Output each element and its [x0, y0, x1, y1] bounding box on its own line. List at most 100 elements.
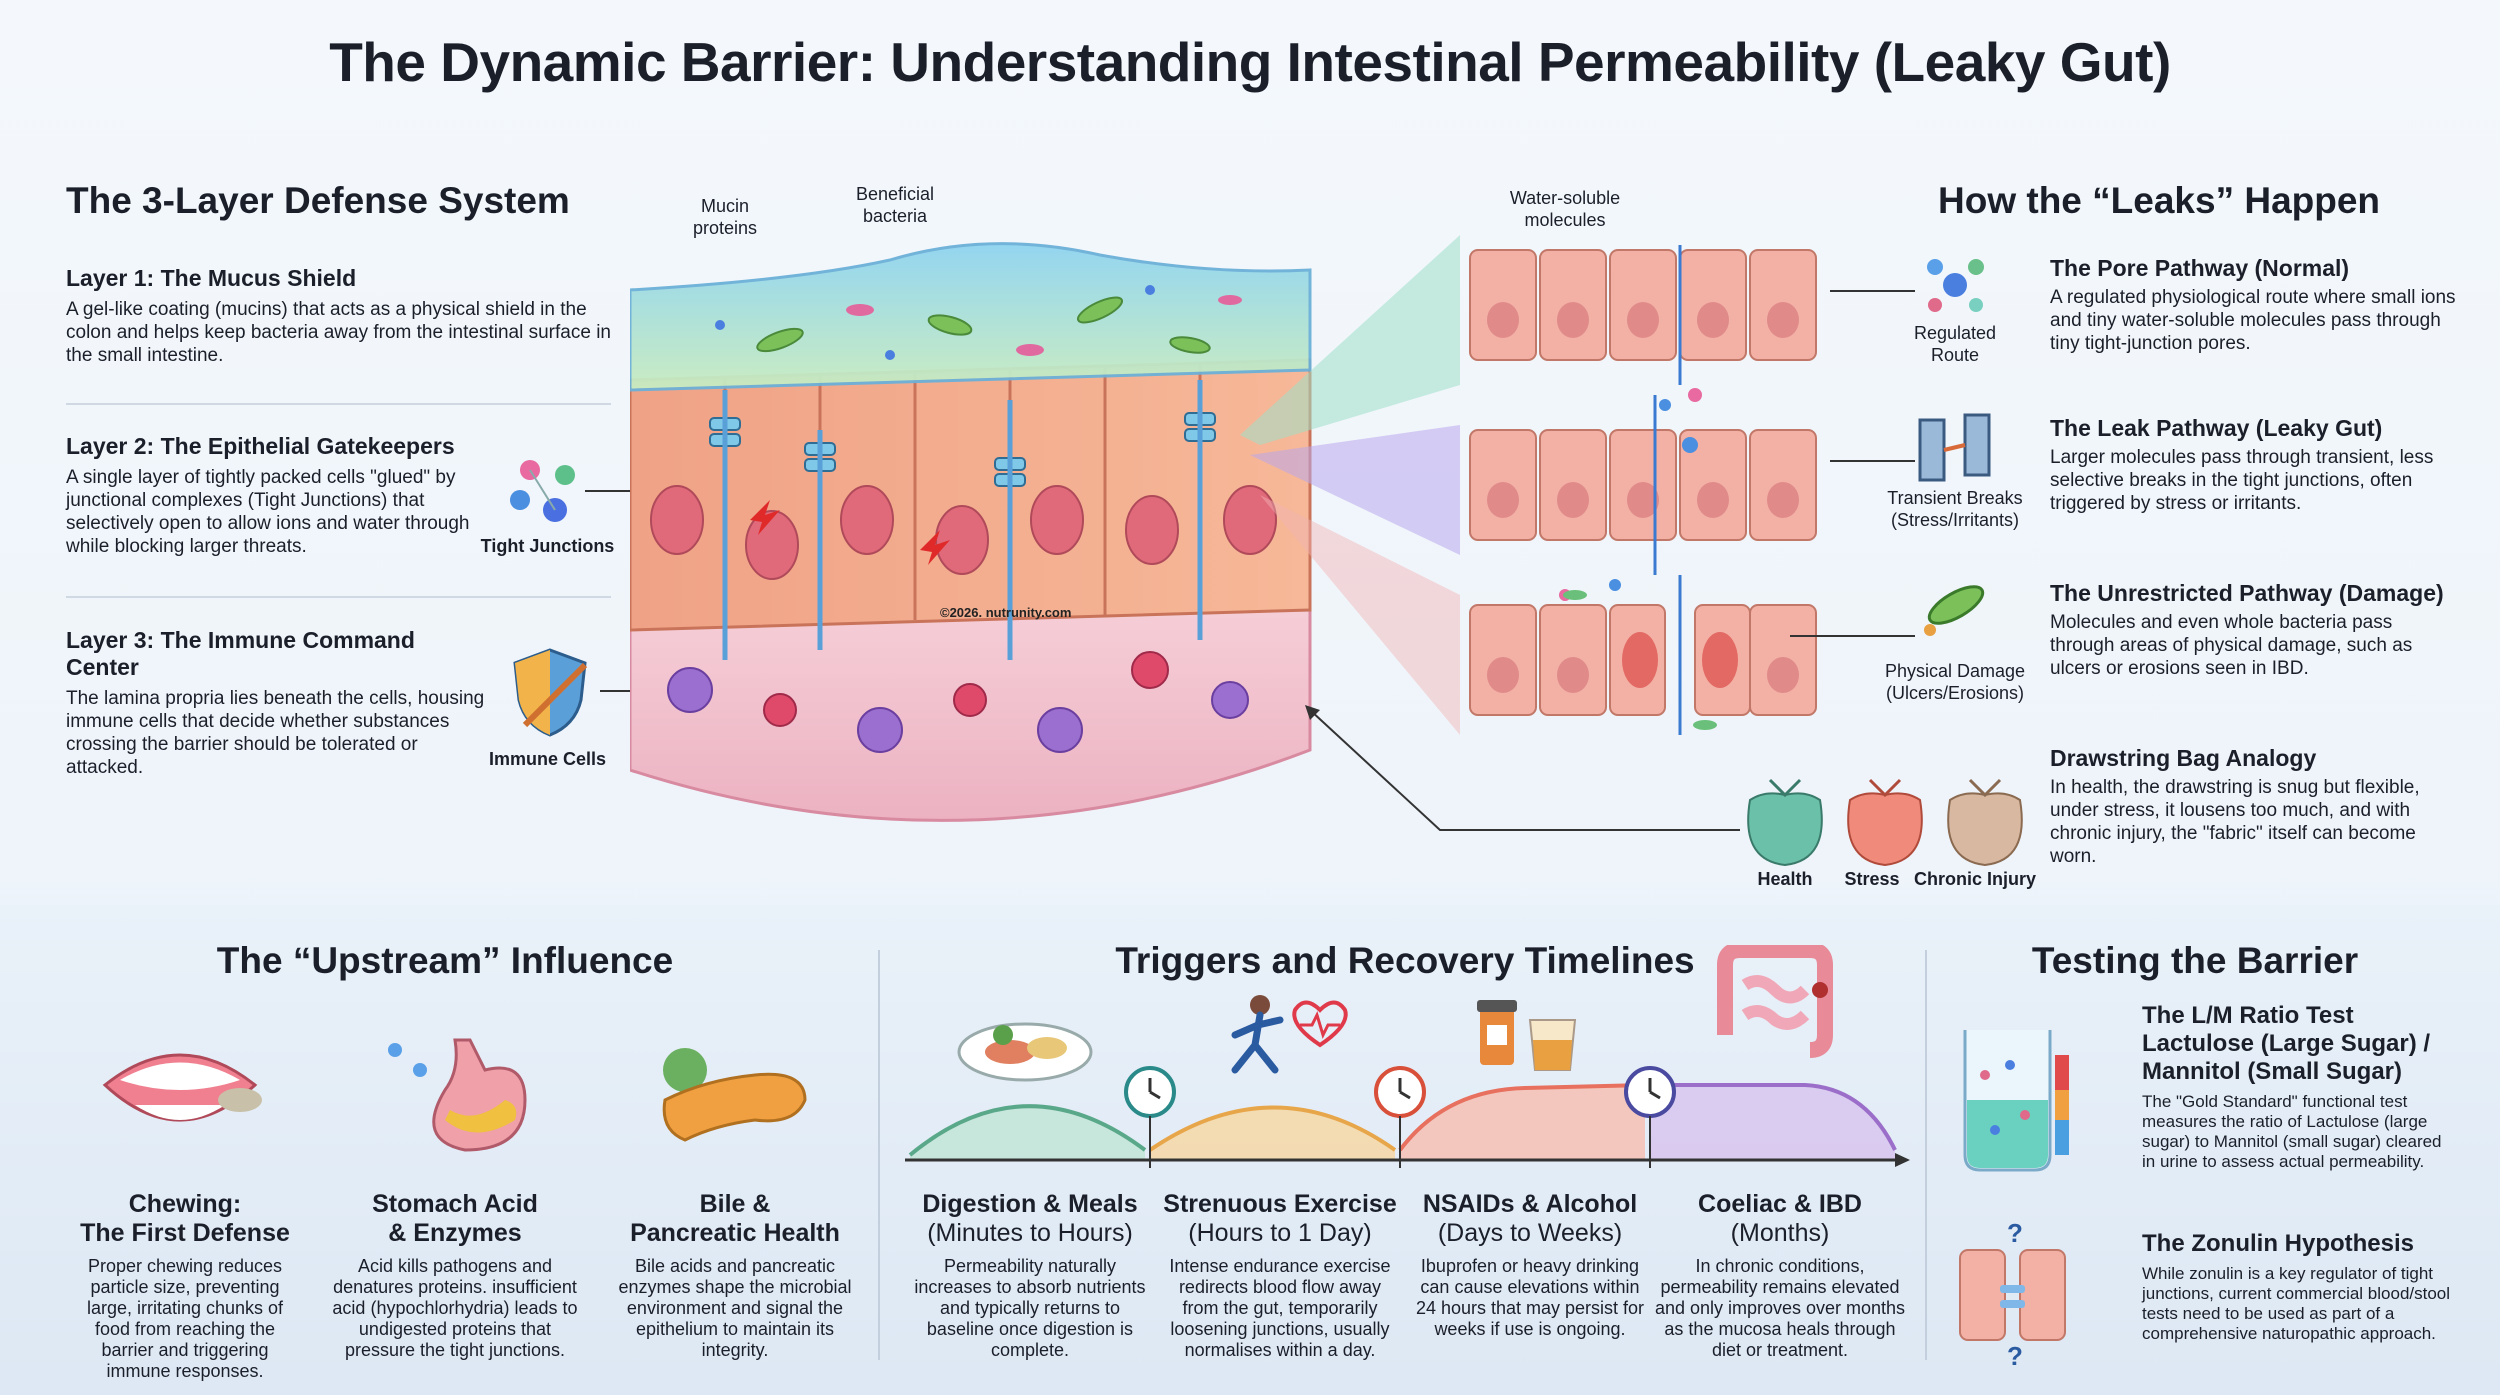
unrestricted-pathway-desc: Molecules and even whole bacteria pass t… — [2050, 612, 2413, 679]
chewing-subtitle: The First Defense — [80, 1219, 290, 1247]
drawstring-analogy: Drawstring Bag Analogy In health, the dr… — [2050, 745, 2460, 868]
chewing-title: Chewing: — [128, 1190, 242, 1218]
stomach-subtitle: & Enzymes — [388, 1219, 522, 1247]
unrestricted-pathway: The Unrestricted Pathway (Damage) Molecu… — [2050, 580, 2460, 680]
layer-1-desc: A gel-like coating (mucins) that acts as… — [66, 299, 611, 366]
pore-pathway-title: The Pore Pathway (Normal) — [2050, 255, 2350, 281]
digestion-subtitle: (Minutes to Hours) — [927, 1219, 1133, 1247]
leaks-heading: How the “Leaks” Happen — [1938, 180, 2381, 221]
digestion-desc: Permeability naturally increases to abso… — [914, 1256, 1146, 1360]
pathway-cells — [1469, 245, 1817, 735]
divider — [66, 403, 611, 405]
leak-pathway-desc: Larger molecules pass through transient,… — [2050, 447, 2434, 514]
zoom-fans — [1240, 235, 1460, 735]
upstream-heading: The “Upstream” Influence — [216, 940, 674, 981]
stomach-title: Stomach Acid — [372, 1190, 538, 1218]
defense-heading: The 3-Layer Defense System — [66, 180, 570, 221]
svg-text:?: ? — [2007, 1341, 2023, 1370]
bacteria-damage-icon — [1924, 585, 1985, 636]
pointer-line — [1830, 460, 1915, 462]
leak-pathway-title: The Leak Pathway (Leaky Gut) — [2050, 415, 2383, 441]
exercise-title: Strenuous Exercise — [1163, 1190, 1397, 1218]
zonulin-junction-icon: ? ? — [1959, 1220, 2066, 1370]
bile-desc: Bile acids and pancreatic enzymes shape … — [618, 1256, 852, 1360]
timeline-graph — [905, 1066, 1910, 1168]
nsaid-card: NSAIDs & Alcohol (Days to Weeks) Ibuprof… — [1410, 1190, 1650, 1340]
bile-card: Bile & Pancreatic Health Bile acids and … — [610, 1190, 860, 1361]
intestine-icon — [1717, 945, 1833, 1058]
watermark: ©2026. nutrunity.com — [940, 605, 1071, 620]
nsaid-desc: Ibuprofen or heavy drinking can cause el… — [1415, 1256, 1645, 1339]
chronic-bag-icon — [1947, 778, 2023, 867]
pore-pathway: The Pore Pathway (Normal) A regulated ph… — [2050, 255, 2460, 355]
testing-heading: Testing the Barrier — [2031, 940, 2359, 981]
runner-icon — [1231, 995, 1348, 1074]
page-title: The Dynamic Barrier: Understanding Intes… — [329, 31, 2171, 93]
ibd-title: Coeliac & IBD — [1698, 1190, 1862, 1218]
layer-2-desc: A single layer of tightly packed cells "… — [66, 467, 470, 557]
pills-glass-icon — [1477, 1000, 1577, 1071]
stress-bag-icon — [1847, 778, 1923, 867]
intestinal-wall-illustration: ©2026. nutrunity.com — [630, 242, 1312, 822]
unrestricted-pathway-title: The Unrestricted Pathway (Damage) — [2050, 580, 2444, 606]
water-molecules-label: Water-soluble molecules — [1509, 188, 1621, 230]
nsaid-subtitle: (Days to Weeks) — [1437, 1219, 1623, 1247]
bag-label-chronic: Chronic Injury — [1913, 869, 2036, 889]
exercise-desc: Intense endurance exercise redirects blo… — [1169, 1256, 1391, 1360]
zonulin-desc: While zonulin is a key regulator of tigh… — [2142, 1264, 2451, 1343]
layer-2: Layer 2: The Epithelial Gatekeepers A si… — [66, 433, 486, 558]
layer-2-title: Layer 2: The Epithelial Gatekeepers — [66, 433, 455, 459]
zonulin-title: The Zonulin Hypothesis — [2142, 1230, 2415, 1257]
bag-label-health: Health — [1757, 869, 1813, 889]
stomach-desc: Acid kills pathogens and denatures prote… — [332, 1256, 578, 1360]
layer-1-title: Layer 1: The Mucus Shield — [66, 265, 357, 291]
drawstring-bags — [1747, 778, 2023, 867]
transient-breaks-label: Transient Breaks (Stress/Irritants) — [1887, 488, 2023, 530]
lm-test-desc: The "Gold Standard" functional test meas… — [2142, 1092, 2442, 1171]
layer-3-title: Layer 3: The Immune Command Center — [66, 627, 415, 680]
molecule-icon — [1927, 259, 1984, 312]
triggers-heading: Triggers and Recovery Timelines — [1115, 940, 1695, 981]
ibd-curve — [1650, 1083, 1897, 1151]
physical-damage-label: Physical Damage (Ulcers/Erosions) — [1884, 661, 2026, 703]
stomach-icon — [388, 1038, 527, 1152]
leak-pathway: The Leak Pathway (Leaky Gut) Larger mole… — [2050, 415, 2460, 515]
analogy-desc: In health, the drawstring is snug but fl… — [2050, 777, 2420, 867]
layer-1: Layer 1: The Mucus Shield A gel-like coa… — [66, 265, 621, 367]
pointer-line — [1830, 290, 1915, 292]
bacteria-label: Beneficial bacteria — [855, 184, 935, 226]
mucin-label: Mucin proteins — [692, 196, 758, 238]
immune-cells-label: Immune Cells — [488, 749, 607, 769]
analogy-title: Drawstring Bag Analogy — [2050, 745, 2317, 771]
exercise-curve — [1148, 1105, 1397, 1152]
pointer-line — [1790, 635, 1915, 637]
layer-3: Layer 3: The Immune Command Center The l… — [66, 627, 486, 779]
shield-icon — [513, 648, 588, 737]
ibd-card: Coeliac & IBD (Months) In chronic condit… — [1650, 1190, 1910, 1361]
divider — [66, 596, 611, 598]
regulated-route-label: Regulated Route — [1913, 323, 1997, 365]
meal-plate-icon — [957, 1022, 1093, 1082]
bile-title: Bile & — [699, 1190, 771, 1218]
pore-pathway-desc: A regulated physiological route where sm… — [2050, 287, 2456, 354]
lm-ratio-test: The L/M Ratio Test Lactulose (Large Suga… — [2142, 1002, 2452, 1172]
health-bag-icon — [1747, 778, 1823, 867]
layer-3-desc: The lamina propria lies beneath the cell… — [66, 688, 485, 778]
ibd-desc: In chronic conditions, permeability rema… — [1654, 1256, 1906, 1360]
exercise-subtitle: (Hours to 1 Day) — [1188, 1219, 1372, 1247]
stomach-card: Stomach Acid & Enzymes Acid kills pathog… — [330, 1190, 580, 1361]
tight-junctions-icon — [510, 460, 575, 522]
chewing-card: Chewing: The First Defense Proper chewin… — [70, 1190, 300, 1382]
digestion-curve — [908, 1104, 1147, 1157]
bile-subtitle: Pancreatic Health — [630, 1219, 840, 1247]
beaker-icon — [1963, 1030, 2069, 1172]
svg-text:?: ? — [2007, 1220, 2023, 1248]
mouth-icon — [102, 1053, 262, 1122]
lm-test-title: The L/M Ratio Test Lactulose (Large Suga… — [2142, 1002, 2431, 1085]
ibd-subtitle: (Months) — [1730, 1219, 1830, 1247]
nsaid-curve — [1398, 1083, 1646, 1152]
digestion-title: Digestion & Meals — [922, 1190, 1138, 1218]
pancreas-icon — [662, 1048, 807, 1142]
chewing-desc: Proper chewing reduces particle size, pr… — [86, 1256, 284, 1381]
bag-pointer — [1305, 705, 1740, 831]
